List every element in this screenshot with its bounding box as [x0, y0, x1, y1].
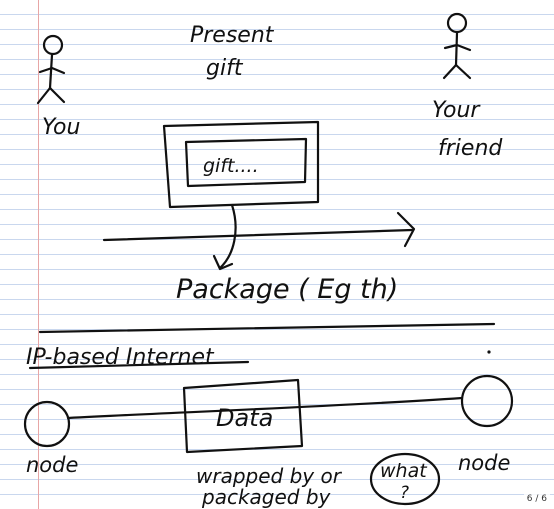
page-indicator: 6 / 6 [523, 493, 550, 505]
package-outer-box [162, 120, 320, 209]
sender-stick-figure [36, 34, 66, 105]
package-label: Package ( Eg th) [176, 274, 398, 305]
section-title: IP-based Internet [26, 345, 215, 370]
receiver-label-line2: friend [438, 136, 503, 161]
package-pointer-head [212, 254, 234, 271]
sender-label: You [42, 115, 80, 140]
delivery-arrow-head [396, 211, 416, 248]
section-title-underline [28, 360, 250, 370]
caption-line2: packaged by [201, 485, 332, 509]
present-label-line1: Present [190, 23, 275, 48]
question-bubble [369, 452, 441, 506]
data-packet-box [182, 378, 304, 454]
delivery-arrow [102, 228, 414, 242]
gift-inner-box [184, 137, 308, 188]
receiver-label-line1: Your [432, 98, 481, 123]
caption-line1: wrapped by or [196, 464, 343, 488]
question-bubble-line1: what [380, 460, 428, 482]
node-connection-line [66, 396, 464, 420]
margin-line [38, 0, 39, 509]
left-node-circle [23, 400, 71, 448]
inner-box-label: gift.... [203, 155, 259, 177]
package-pointer-line [218, 203, 237, 270]
right-node-label: node [458, 451, 510, 475]
present-label-line2: gift [206, 56, 244, 81]
data-box-label: Data [216, 404, 273, 432]
right-node-circle [460, 374, 514, 428]
left-node-label: node [26, 453, 78, 477]
question-bubble-line2: ? [400, 483, 409, 503]
ink-dot [487, 350, 491, 354]
receiver-stick-figure [442, 12, 472, 80]
section-divider [38, 322, 496, 334]
